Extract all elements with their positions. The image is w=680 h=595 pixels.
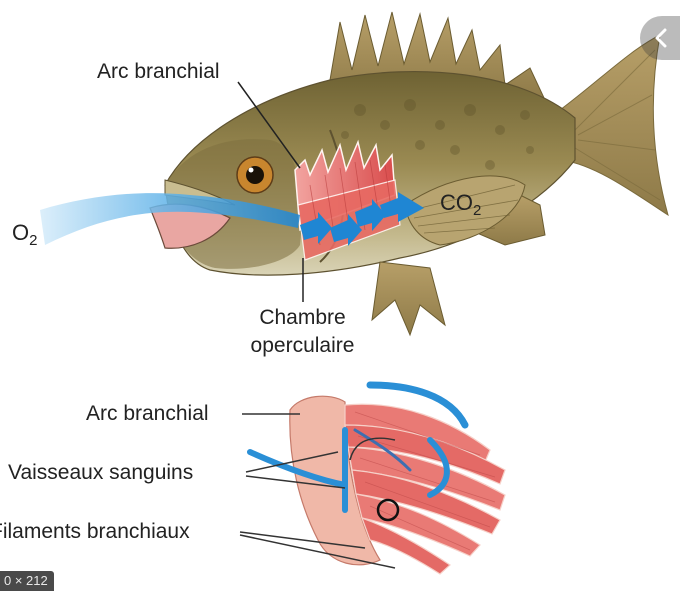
image-size-badge: 0 × 212 <box>0 571 54 591</box>
o2-subscript: 2 <box>29 232 37 249</box>
label-co2: CO2 <box>440 190 481 219</box>
label-o2: O2 <box>12 220 37 249</box>
pelvic-fin <box>372 262 445 335</box>
previous-button[interactable] <box>640 16 680 60</box>
fish-eye <box>237 157 273 193</box>
chevron-left-icon <box>653 28 669 48</box>
label-chambre-line2: operculaire <box>240 334 365 358</box>
label-chambre-line1: Chambre <box>240 306 365 330</box>
co2-subscript: 2 <box>473 202 481 219</box>
o2-symbol: O <box>12 220 29 245</box>
label-chambre-operculaire: Chambre operculaire <box>240 306 365 358</box>
label-arc-branchial-top: Arc branchial <box>97 60 220 84</box>
label-vaisseaux-sanguins: Vaisseaux sanguins <box>8 461 193 485</box>
label-filaments-branchiaux: Filaments branchiaux <box>0 520 190 544</box>
tail-fin <box>560 35 668 215</box>
co2-symbol: CO <box>440 190 473 215</box>
label-arc-branchial-bottom: Arc branchial <box>86 402 209 426</box>
